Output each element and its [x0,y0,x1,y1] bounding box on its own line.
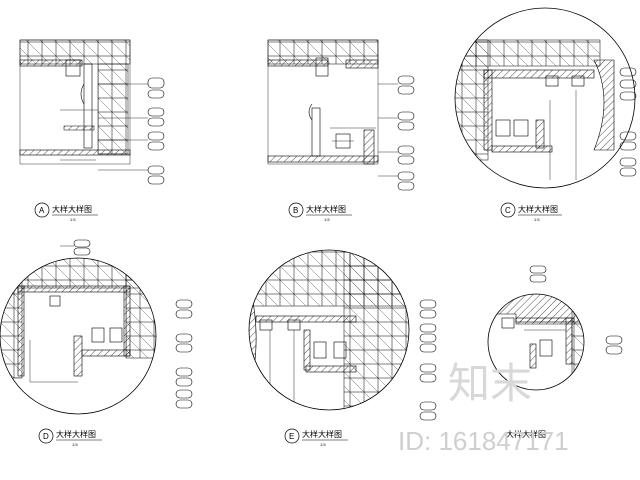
watermark-id: ID: 161847171 [398,426,569,456]
detail-d-title: 大样大样图 [56,429,96,439]
detail-e-letter: E [289,432,294,441]
detail-f: 大样大样图 [487,265,623,439]
detail-a-letter: A [39,206,45,215]
detail-a: A 大样大样图 1:5 [19,39,165,222]
detail-c-letter: C [505,206,511,215]
detail-d-letter: D [43,432,49,441]
detail-e: E 大样大样图 1:5 [248,249,437,447]
detail-e-scale: 1:5 [320,442,326,447]
detail-c: C 大样大样图 1:5 [454,7,637,222]
detail-f-title: 大样大样图 [506,429,546,439]
detail-e-title: 大样大样图 [302,429,342,439]
detail-b: B 大样大样图 1:5 [267,39,415,222]
detail-b-title: 大样大样图 [306,204,346,214]
detail-d-scale: 1:5 [72,442,78,447]
watermark-logo: 知末 [448,359,532,408]
detail-b-scale: 1:5 [324,217,330,222]
detail-c-scale: 1:5 [534,217,540,222]
detail-d: D 大样大样图 1:5 [0,239,193,447]
detail-c-title: 大样大样图 [518,204,558,214]
detail-a-title: 大样大样图 [52,204,92,214]
detail-a-scale: 1:5 [70,217,76,222]
watermark: 知末 ID: 161847171 [398,359,569,456]
detail-b-letter: B [293,206,298,215]
